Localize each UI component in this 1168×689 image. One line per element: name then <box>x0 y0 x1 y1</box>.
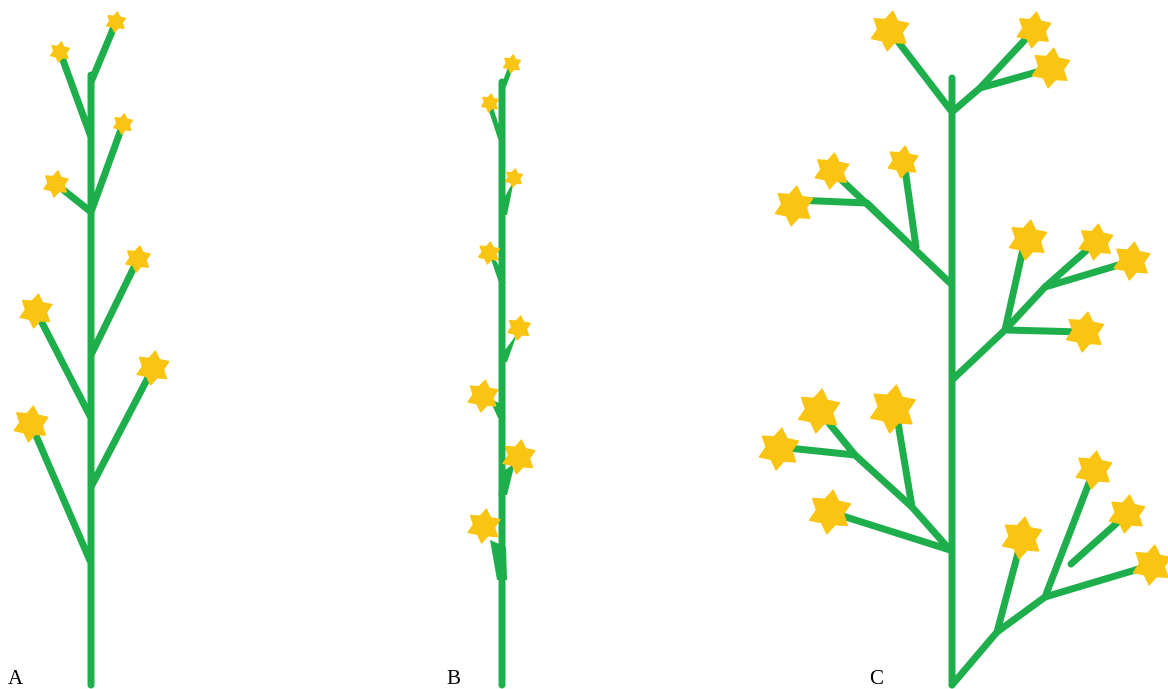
branch-line <box>863 199 909 244</box>
panel-b-spike <box>467 54 536 689</box>
branch-line <box>976 26 1038 92</box>
pedicel-base <box>490 256 506 283</box>
branch-line <box>87 255 142 359</box>
flower-icon <box>1031 47 1071 89</box>
pedicel-base <box>499 180 514 215</box>
branch-line <box>1041 466 1098 601</box>
flower-icon <box>49 41 71 63</box>
flower-icon <box>774 185 814 227</box>
flower-icon <box>507 315 531 341</box>
branch-line <box>948 628 1001 689</box>
flower-icon <box>887 145 919 179</box>
panel-c-compound-raceme <box>758 10 1168 689</box>
flower-icon <box>112 113 134 135</box>
branch-line <box>886 27 956 116</box>
flower-icon <box>1016 11 1052 49</box>
flower-icon <box>504 168 524 188</box>
flower-icon <box>19 293 53 329</box>
branch-line <box>87 364 157 491</box>
flower-icon <box>13 405 49 443</box>
flower-icon <box>125 245 151 273</box>
flower-icon <box>478 241 500 265</box>
branch-line <box>892 407 916 511</box>
flower-icon <box>1001 516 1043 560</box>
branch-line <box>826 508 954 554</box>
flower-icon <box>1008 219 1048 261</box>
flower-icon <box>1132 544 1168 586</box>
branch-line <box>901 236 954 287</box>
panel-label-b: B <box>447 665 462 689</box>
branch-line <box>87 120 127 216</box>
flower-icon <box>136 350 170 386</box>
flower-icon <box>797 388 841 434</box>
flower-icon <box>105 11 127 33</box>
flower-icon <box>869 384 917 434</box>
branch-line <box>87 18 120 86</box>
flower-icon <box>502 54 522 74</box>
flower-icon <box>1078 223 1114 261</box>
branch-line <box>27 420 95 567</box>
pedicel-base <box>490 540 507 580</box>
flower-icon <box>814 152 850 190</box>
flower-icon <box>758 427 800 471</box>
flower-icon <box>467 508 501 544</box>
flower-icon <box>502 439 536 475</box>
panel-label-a: A <box>8 665 24 689</box>
flower-icon <box>43 170 69 198</box>
flower-icon <box>1113 241 1151 281</box>
panel-a-raceme <box>13 11 170 689</box>
flower-icon <box>480 93 500 113</box>
panel-label-c: C <box>870 665 885 689</box>
flower-icon <box>1065 311 1105 353</box>
branch-line <box>851 451 916 511</box>
pedicel-base <box>499 334 517 362</box>
branch-line <box>1001 326 1087 336</box>
flower-icon <box>870 10 910 52</box>
branch-line <box>1001 283 1049 334</box>
flower-icon <box>1108 494 1146 534</box>
branch-line <box>948 84 984 116</box>
branch-line <box>993 593 1049 636</box>
branch-line <box>948 326 1009 384</box>
branch-line <box>908 503 954 554</box>
branch-line <box>1001 236 1029 334</box>
branch-line <box>32 307 95 422</box>
pedicel-base <box>498 463 515 495</box>
flower-icon <box>808 489 852 535</box>
branch-line <box>900 158 920 251</box>
branch-line <box>56 48 95 141</box>
flower-icon <box>467 379 499 413</box>
flower-icon <box>1075 450 1113 490</box>
